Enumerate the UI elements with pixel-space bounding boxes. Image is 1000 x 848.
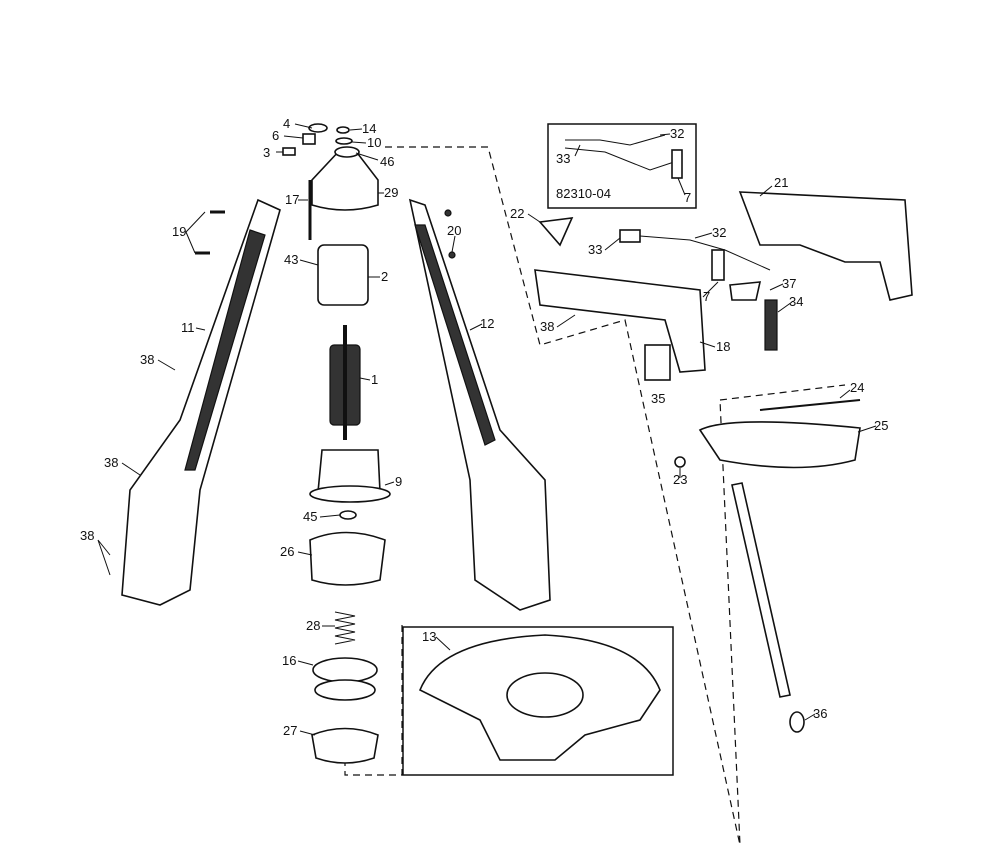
part-label: 4 bbox=[283, 116, 290, 131]
part-6 bbox=[302, 133, 316, 145]
spool-cap-27 bbox=[311, 727, 379, 764]
handle-cover-18 bbox=[534, 269, 706, 373]
part-label: 26 bbox=[280, 544, 294, 559]
part-label: 23 bbox=[673, 472, 687, 487]
part-label: 21 bbox=[774, 175, 788, 190]
assembly-line-main bbox=[385, 146, 741, 846]
part-4 bbox=[308, 123, 328, 133]
part-label: 43 bbox=[284, 252, 298, 267]
part-label: 33 bbox=[588, 242, 602, 257]
part-label: 27 bbox=[283, 723, 297, 738]
inset-part-label: 32 bbox=[670, 126, 684, 141]
part-label: 22 bbox=[510, 206, 524, 221]
screw-20 bbox=[444, 209, 452, 217]
part-label: 25 bbox=[874, 418, 888, 433]
part-label: 19 bbox=[172, 224, 186, 239]
part-label: 35 bbox=[651, 391, 665, 406]
tube bbox=[731, 482, 791, 698]
part-label: 14 bbox=[362, 121, 376, 136]
bearing-46 bbox=[334, 146, 360, 158]
clamp-36 bbox=[789, 711, 805, 733]
spring-28 bbox=[334, 611, 356, 645]
part-label: 36 bbox=[813, 706, 827, 721]
part-label: 38 bbox=[80, 528, 94, 543]
part-label: 17 bbox=[285, 192, 299, 207]
screw-20 bbox=[448, 251, 456, 259]
part-label: 38 bbox=[140, 352, 154, 367]
fan-housing-flange bbox=[309, 485, 391, 503]
part-label: 7 bbox=[703, 289, 710, 304]
part-label: 1 bbox=[371, 372, 378, 387]
housing-detail bbox=[184, 229, 266, 471]
motor-cap-29 bbox=[311, 149, 379, 211]
part-label: 10 bbox=[367, 135, 381, 150]
inset-box-switch bbox=[547, 123, 697, 209]
nut-23 bbox=[674, 456, 686, 468]
inset-part-number: 82310-04 bbox=[556, 186, 611, 201]
part-label: 13 bbox=[422, 629, 436, 644]
aux-handle-25 bbox=[698, 421, 861, 469]
connector-33 bbox=[619, 229, 641, 243]
part-label: 32 bbox=[712, 225, 726, 240]
inset-part-label: 7 bbox=[684, 190, 691, 205]
part-label: 11 bbox=[181, 320, 195, 335]
part-label: 46 bbox=[380, 154, 394, 169]
assembly-line-handle bbox=[719, 384, 846, 401]
part-label: 18 bbox=[716, 339, 730, 354]
part-label: 12 bbox=[480, 316, 494, 331]
part-3 bbox=[282, 147, 296, 156]
part-label: 2 bbox=[381, 269, 388, 284]
switch-7 bbox=[711, 249, 725, 281]
handle-housing-21 bbox=[738, 191, 913, 301]
switch-wires-inset bbox=[564, 134, 681, 171]
cord-protector-34 bbox=[764, 299, 778, 351]
inset-part-label: 33 bbox=[556, 151, 570, 166]
label-35 bbox=[644, 344, 671, 381]
part-label: 38 bbox=[104, 455, 118, 470]
spool-16 bbox=[312, 657, 378, 683]
washer-45 bbox=[339, 510, 357, 520]
clip-14 bbox=[336, 126, 350, 134]
part-37 bbox=[729, 281, 762, 301]
part-label: 45 bbox=[303, 509, 317, 524]
switch-7-inset bbox=[671, 149, 683, 179]
stator-2 bbox=[317, 244, 369, 306]
spool-rim bbox=[314, 679, 376, 701]
trigger-22 bbox=[538, 217, 574, 247]
part-label: 38 bbox=[540, 319, 554, 334]
washer-10 bbox=[335, 137, 353, 145]
assembly-line-shaft bbox=[344, 625, 403, 776]
part-label: 3 bbox=[263, 145, 270, 160]
switch-wires bbox=[639, 235, 771, 271]
leader-lines bbox=[97, 123, 877, 736]
part-label: 20 bbox=[447, 223, 461, 238]
fan-26 bbox=[309, 531, 386, 586]
part-label: 28 bbox=[306, 618, 320, 633]
part-label: 16 bbox=[282, 653, 296, 668]
part-label: 37 bbox=[782, 276, 796, 291]
guard-opening bbox=[506, 672, 584, 718]
part-label: 24 bbox=[850, 380, 864, 395]
inset-box-guard bbox=[402, 626, 674, 776]
part-label: 29 bbox=[384, 185, 398, 200]
housing-detail bbox=[414, 224, 496, 446]
part-label: 34 bbox=[789, 294, 803, 309]
part-label: 6 bbox=[272, 128, 279, 143]
part-label: 9 bbox=[395, 474, 402, 489]
bolt-24 bbox=[759, 399, 861, 411]
